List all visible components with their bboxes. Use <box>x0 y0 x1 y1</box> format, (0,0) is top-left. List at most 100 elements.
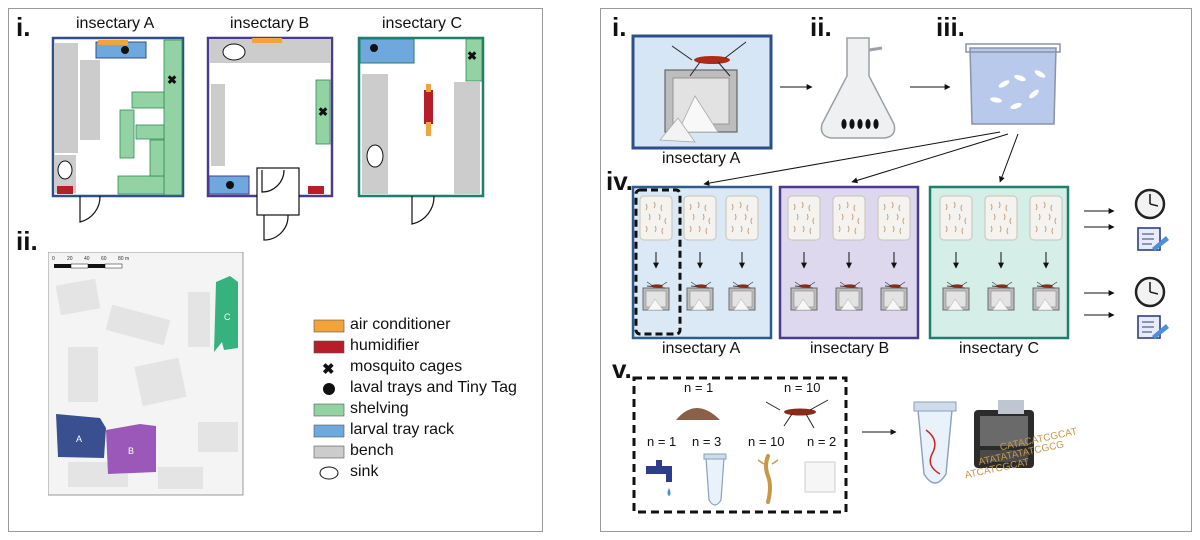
step-i-cage <box>631 34 773 150</box>
legend-label-shelving: shelving <box>350 400 409 417</box>
scale-tick-20: 20 <box>67 256 73 262</box>
legend: ✖ air conditioner humidifier mosquito ca… <box>312 316 537 486</box>
larva-icon <box>757 454 779 504</box>
right-section-i-label: i. <box>612 12 627 42</box>
map-buildings <box>55 278 238 489</box>
flask-icon <box>820 37 896 139</box>
sequencer-icon <box>974 400 1034 468</box>
site-map: 0 20 40 60 80 m A B C <box>48 252 244 496</box>
clipboard-icon-2 <box>1137 315 1169 339</box>
shelf-b <box>315 79 331 145</box>
shelf-c <box>465 38 483 82</box>
sink-c <box>366 144 384 168</box>
scale-tick-40: 40 <box>84 256 90 262</box>
iv-label-a: insectary A <box>662 340 741 357</box>
bench-c-left <box>362 74 388 194</box>
clock-icon <box>1134 188 1166 220</box>
clock-icon-2 <box>1134 276 1166 308</box>
tube-icon <box>703 453 727 506</box>
larval-rack-c <box>359 38 415 64</box>
door-b-swing-2 <box>263 214 289 241</box>
door-c <box>411 195 435 225</box>
cage-mark-b: ✖ <box>318 105 328 119</box>
floor-plans: ✖ ✖ ✖ <box>51 36 485 241</box>
sink-a <box>57 160 73 180</box>
hatching-tray-icon <box>965 43 1061 125</box>
legend-label-air-conditioner: air conditioner <box>350 316 451 333</box>
ac-a <box>98 40 128 45</box>
shelf-a-5 <box>117 175 165 195</box>
legend-swatch-air-conditioner <box>313 319 345 333</box>
iv-label-b: insectary B <box>810 340 890 357</box>
sample-count-tube: n = 3 <box>692 434 722 449</box>
legend-swatch-humidifier <box>313 340 345 354</box>
legend-label-larval-trays: laval trays and Tiny Tag <box>350 379 517 396</box>
iv-label-c: insectary C <box>959 340 1040 357</box>
cage-mark-a: ✖ <box>167 73 177 87</box>
arrow-iii-c <box>999 133 1019 183</box>
floor-plan-insectary-b: ✖ <box>206 36 334 241</box>
map-label-c: C <box>224 312 231 322</box>
sink-b <box>222 43 246 61</box>
right-section-iii-label: iii. <box>936 12 965 42</box>
map-label-b: B <box>128 446 134 456</box>
legend-label-larval-tray-rack: larval tray rack <box>350 421 455 438</box>
bench-a-middle <box>80 60 100 140</box>
arrow-iii-b <box>851 133 1009 184</box>
scale-bar: 0 20 40 60 80 m <box>52 256 129 269</box>
map-building-a <box>56 414 106 458</box>
legend-swatch-larval-trays <box>323 383 335 395</box>
floor-plan-insectary-c: ✖ <box>357 36 485 225</box>
legend-label-sink: sink <box>350 463 379 480</box>
legend-label-bench: bench <box>350 442 394 459</box>
humidifier-b <box>308 186 324 194</box>
iv-trays-and-cages <box>639 195 1063 311</box>
sample-count-mosquito: n = 10 <box>784 380 821 395</box>
shelf-a-1 <box>163 39 183 196</box>
scale-tick-0: 0 <box>52 256 55 262</box>
legend-label-mosquito-cages: mosquito cages <box>350 358 463 375</box>
sample-count-larvae: n = 10 <box>748 434 785 449</box>
step-i-label: insectary A <box>662 150 741 167</box>
scale-tick-80: 80 m <box>118 256 129 262</box>
bench-c-right <box>454 82 480 194</box>
sample-count-water: n = 1 <box>647 434 677 449</box>
sample-count-sugar: n = 2 <box>807 434 837 449</box>
tap-icon <box>646 460 672 496</box>
right-section-v-label: v. <box>612 354 632 384</box>
legend-swatch-bench <box>313 445 345 459</box>
mosquito-icon <box>765 399 829 429</box>
floor-plan-insectary-a: ✖ <box>51 36 185 223</box>
legend-swatch-sink <box>319 466 339 480</box>
ac-b <box>252 38 282 43</box>
legend-swatch-larval-tray-rack <box>313 424 345 438</box>
map-building-c <box>214 276 238 352</box>
legend-label-humidifier: humidifier <box>350 337 420 354</box>
scale-tick-60: 60 <box>101 256 107 262</box>
clipboard-icon <box>1137 227 1169 251</box>
tray-dot-c <box>370 44 378 52</box>
shelf-a-4 <box>119 109 135 159</box>
insectary-a-title: insectary A <box>76 15 155 32</box>
tray-dot-b <box>226 181 234 189</box>
shelf-a-3 <box>135 124 165 140</box>
tray-dot-a <box>121 46 129 54</box>
legend-swatch-shelving <box>313 403 345 417</box>
right-section-iv-label: iv. <box>606 166 633 196</box>
cage-mark-c: ✖ <box>467 49 477 63</box>
map-building-b <box>106 424 156 474</box>
right-section-ii-label: ii. <box>810 12 832 42</box>
left-section-i-label: i. <box>16 12 31 42</box>
door-b-swing-1 <box>261 169 285 193</box>
dna-tube-icon <box>913 401 957 484</box>
workflow-diagram <box>631 34 1169 514</box>
shelf-a-6 <box>149 139 165 177</box>
sugar-cube-icon <box>804 461 836 493</box>
humidifier-c-top <box>424 92 433 122</box>
arrow-iii-a <box>703 131 1001 187</box>
soil-icon <box>676 408 720 420</box>
map-label-a: A <box>76 434 82 444</box>
bench-a-left <box>54 43 78 153</box>
legend-swatches: ✖ <box>313 319 345 480</box>
door-a <box>79 195 101 223</box>
